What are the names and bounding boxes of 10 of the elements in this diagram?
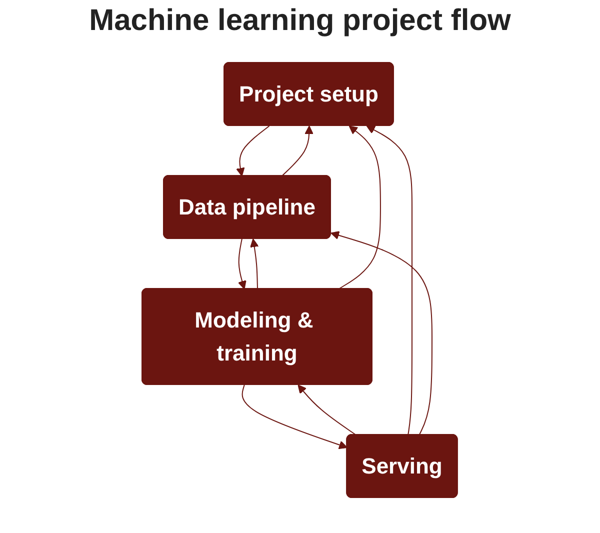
diagram-title: Machine learning project flow	[88, 4, 512, 38]
arrow	[330, 231, 433, 436]
arrow	[242, 384, 348, 450]
arrow	[250, 238, 260, 290]
arrow	[282, 126, 314, 176]
arrow	[366, 126, 413, 436]
arrow	[338, 126, 382, 290]
arrow	[298, 384, 357, 436]
arrow	[236, 126, 270, 176]
arrow	[238, 238, 247, 290]
